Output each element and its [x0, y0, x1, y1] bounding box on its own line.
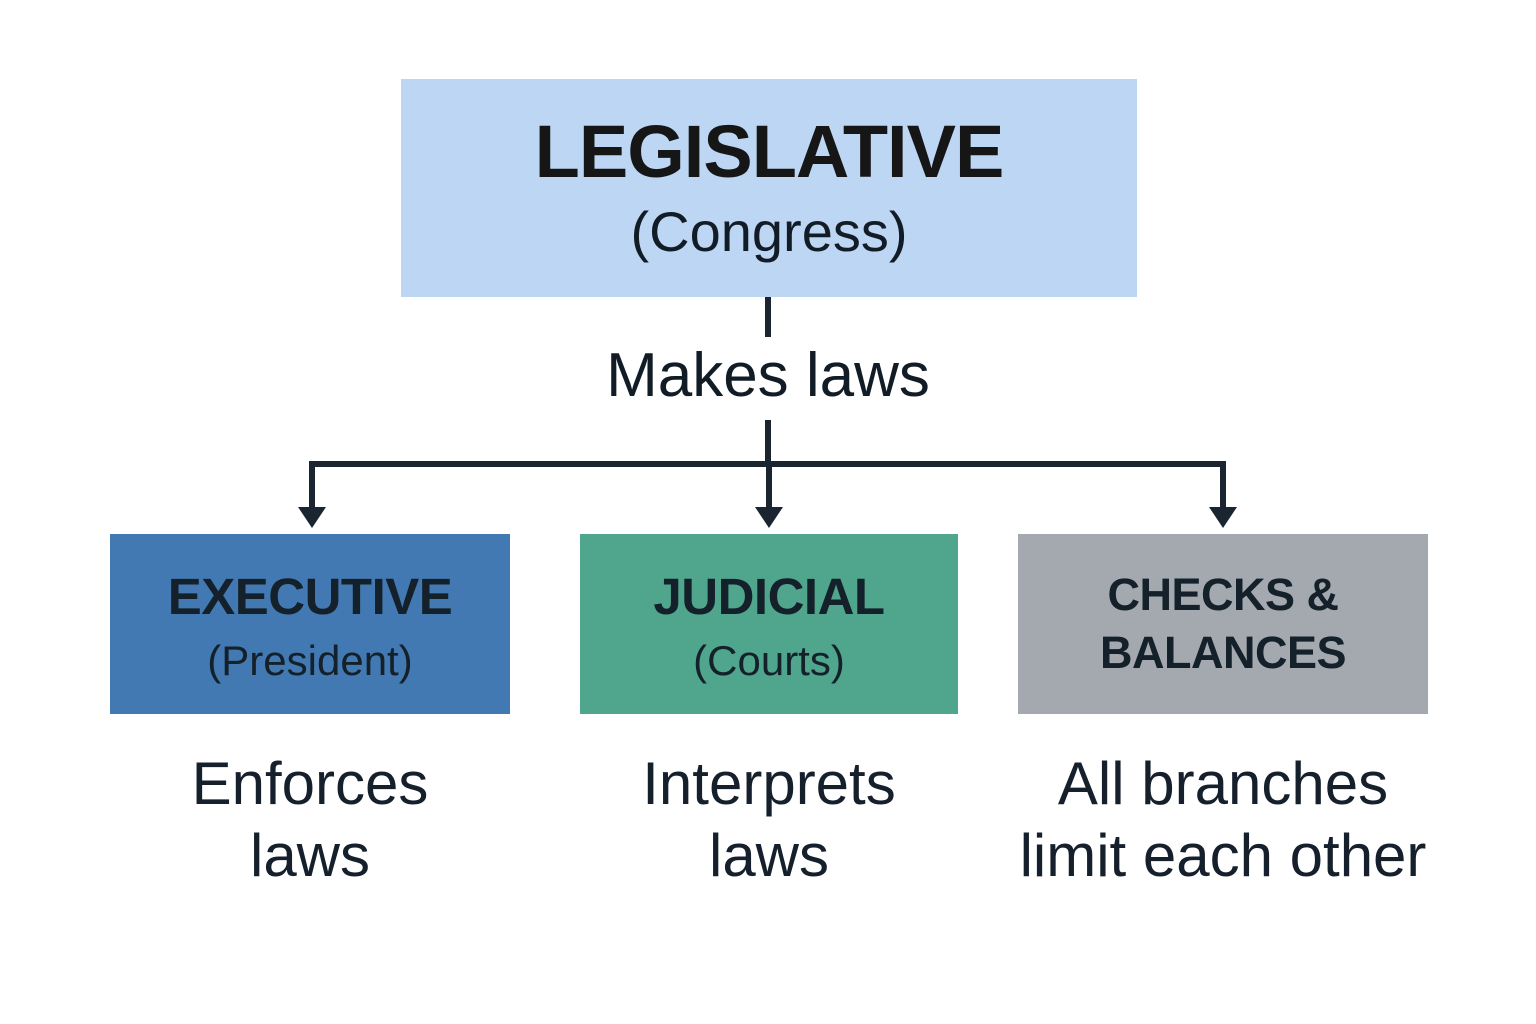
checks-balances-box: CHECKS & BALANCES: [1018, 534, 1428, 714]
legislative-title: LEGISLATIVE: [534, 110, 1005, 194]
judicial-caption-line2: laws: [708, 822, 830, 889]
judicial-caption: Interprets laws: [519, 748, 1019, 892]
executive-caption-line1: Enforces: [191, 750, 429, 817]
judicial-box: JUDICIAL (Courts): [580, 534, 958, 714]
checks-balances-title: CHECKS &: [1107, 568, 1339, 620]
judicial-subtitle: (Courts): [693, 637, 845, 685]
arrow-head-icon: [1209, 507, 1237, 528]
arrow-stem: [766, 461, 772, 509]
executive-caption: Enforces laws: [60, 748, 560, 892]
checks-balances-caption-line2: limit each other: [1019, 822, 1427, 889]
legislative-box: LEGISLATIVE (Congress): [401, 79, 1137, 297]
checks-balances-caption-line1: All branches: [1057, 750, 1389, 817]
executive-subtitle: (President): [207, 637, 413, 685]
connector-mid-stem: [765, 420, 771, 465]
executive-caption-line2: laws: [249, 822, 371, 889]
arrow-head-icon: [755, 507, 783, 528]
arrow-stem: [1220, 461, 1226, 509]
judicial-title: JUDICIAL: [653, 567, 885, 625]
checks-balances-title-line2: BALANCES: [1099, 627, 1347, 678]
legislative-subtitle: (Congress): [630, 200, 908, 264]
arrow-head-icon: [298, 507, 326, 528]
makes-laws-label: Makes laws: [606, 341, 930, 410]
executive-box: EXECUTIVE (President): [110, 534, 510, 714]
arrow-stem: [309, 461, 315, 509]
executive-title: EXECUTIVE: [167, 567, 453, 625]
checks-balances-caption: All branches limit each other: [973, 748, 1473, 892]
connector-root-stem: [765, 297, 771, 337]
judicial-caption-line1: Interprets: [642, 750, 896, 817]
